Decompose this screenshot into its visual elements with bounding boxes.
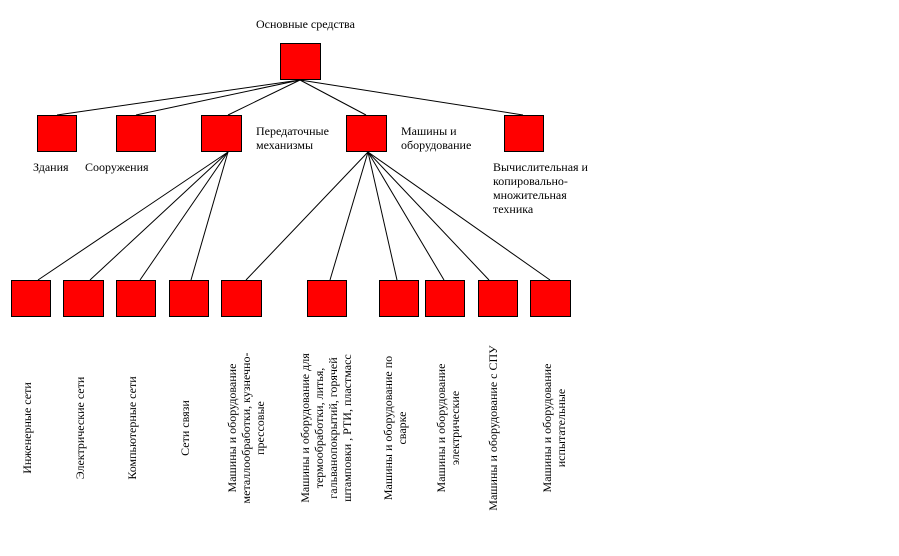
label-computing: Вычислительная и копировально- множитель… xyxy=(493,160,588,216)
label-machines: Машины и оборудование xyxy=(401,124,472,152)
label-thermal-machines: Машины и оборудование для термообработки… xyxy=(298,353,354,503)
node-testing-machines xyxy=(530,280,571,317)
node-metalworking-machines xyxy=(221,280,262,317)
label-structures: Сооружения xyxy=(85,160,149,174)
edge-root-machines xyxy=(299,79,367,116)
edge-machines-thermal xyxy=(329,151,369,281)
edge-transmission-computer xyxy=(139,151,229,281)
label-welding-machines: Машины и оборудование по сварке xyxy=(381,355,409,501)
node-electrical-networks xyxy=(63,280,104,317)
label-communication-networks: Сети связи xyxy=(178,400,192,456)
edge-transmission-engineering xyxy=(37,151,229,281)
node-computing xyxy=(504,115,544,152)
edge-machines-welding xyxy=(367,151,398,281)
label-buildings: Здания xyxy=(33,160,69,174)
node-electrical-machines xyxy=(425,280,465,317)
edge-root-computing xyxy=(299,79,524,116)
edge-root-structures xyxy=(135,79,301,116)
edge-machines-electrical xyxy=(367,151,445,281)
edge-machines-metalworking xyxy=(245,151,369,281)
edge-machines-testing xyxy=(367,151,551,281)
edge-root-buildings xyxy=(56,79,301,116)
label-engineering-networks: Инженерные сети xyxy=(20,382,34,474)
node-machines xyxy=(346,115,387,152)
label-computer-networks: Компьютерные сети xyxy=(125,376,139,480)
edge-machines-cnc xyxy=(367,151,490,281)
root-label: Основные средства xyxy=(256,17,355,31)
label-testing-machines: Машины и оборудование испытательные xyxy=(540,363,568,493)
node-communication-networks xyxy=(169,280,209,317)
node-welding-machines xyxy=(379,280,419,317)
node-transmission xyxy=(201,115,242,152)
edge-transmission-electrical xyxy=(89,151,229,281)
node-buildings xyxy=(37,115,77,152)
label-metalworking-machines: Машины и оборудование металлообработки, … xyxy=(225,352,267,504)
label-electrical-networks: Электрические сети xyxy=(73,376,87,480)
label-transmission: Передаточные механизмы xyxy=(256,124,329,152)
edge-transmission-communication xyxy=(190,151,229,281)
edge-root-transmission xyxy=(227,79,301,116)
node-engineering-networks xyxy=(11,280,51,317)
node-cnc-machines xyxy=(478,280,518,317)
label-cnc-machines: Машины и оборудование с СПУ xyxy=(486,345,500,511)
node-structures xyxy=(116,115,156,152)
node-root xyxy=(280,43,321,80)
node-computer-networks xyxy=(116,280,156,317)
node-thermal-machines xyxy=(307,280,347,317)
